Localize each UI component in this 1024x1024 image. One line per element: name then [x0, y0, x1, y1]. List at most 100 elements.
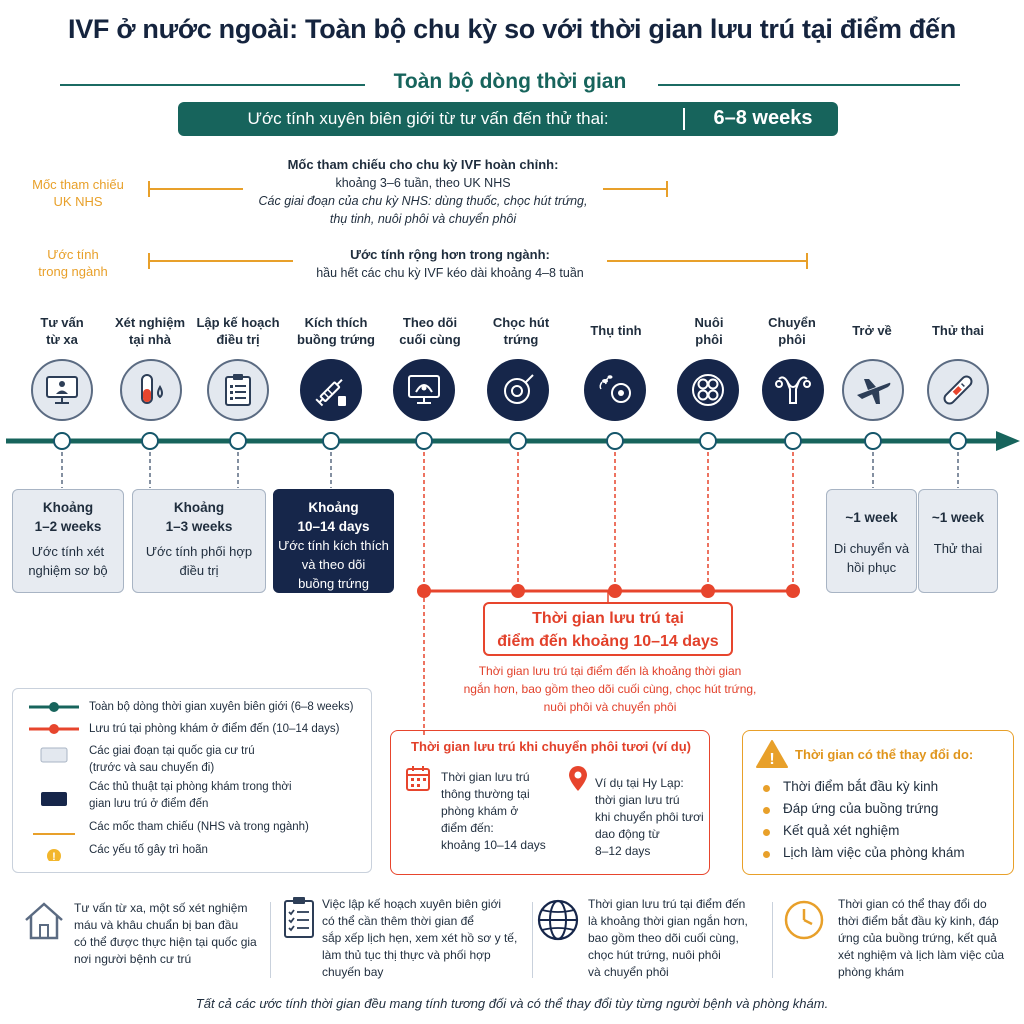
nhs-label-line1: Mốc tham chiếu — [32, 177, 124, 192]
total-estimate-banner: Ước tính xuyên biên giới từ tư vấn đến t… — [178, 102, 838, 136]
egg-icon — [487, 359, 549, 421]
stay-node — [511, 584, 525, 598]
stay-title-line2: điểm đến khoảng 10–14 days — [497, 633, 719, 650]
banner-separator — [683, 108, 685, 130]
timeline-node — [606, 432, 624, 450]
stage-label-pregnancy-test: Thử thai — [931, 323, 985, 338]
nhs-reference-bar — [148, 181, 668, 197]
legend: ! Toàn bộ dòng thời gian xuyên biên giới… — [12, 688, 372, 873]
duration-box-pregnancy-test: ~1 week Thử thai — [918, 489, 998, 593]
house-icon — [25, 902, 63, 940]
industry-reference-label: Ước tính trong ngành — [18, 246, 128, 280]
ultrasound-icon — [393, 359, 455, 421]
banner-value: 6–8 weeks — [713, 107, 813, 129]
note-divider — [772, 902, 773, 978]
main-timeline — [6, 431, 1020, 451]
nhs-reference-label: Mốc tham chiếu UK NHS — [18, 176, 138, 210]
clock-icon — [784, 900, 824, 940]
svg-text:!: ! — [769, 751, 774, 768]
variability-title: Thời gian có thể thay đổi do: — [795, 747, 974, 762]
bullet-dot — [763, 807, 770, 814]
test-tube-icon — [120, 359, 182, 421]
industry-reference-text: Ước tính rộng hơn trong ngành: hầu hết c… — [290, 246, 610, 282]
airplane-icon — [842, 359, 904, 421]
banner-label: Ước tính xuyên biên giới từ tư vấn đến t… — [247, 109, 609, 128]
timeline-node — [784, 432, 802, 450]
stay-description: Thời gian lưu trú tại điểm đến là khoảng… — [463, 664, 757, 714]
timeline-node — [141, 432, 159, 450]
variability-item: Thời điểm bắt đầu kỳ kinh — [783, 779, 939, 794]
fresh-transfer-title: Thời gian lưu trú khi chuyển phôi tươi (… — [411, 739, 691, 754]
stay-node — [608, 584, 622, 598]
fresh-transfer-box: Thời gian lưu trú khi chuyển phôi tươi (… — [390, 730, 710, 875]
uterus-icon — [762, 359, 824, 421]
pregnancy-test-icon — [927, 359, 989, 421]
nhs-heading: Mốc tham chiếu cho chu kỳ IVF hoàn chỉnh… — [287, 157, 559, 172]
subtitle-rule-right — [658, 84, 960, 86]
industry-heading: Ước tính rộng hơn trong ngành: — [350, 247, 550, 262]
nhs-line1: khoảng 3–6 tuần, theo UK NHS — [335, 176, 511, 190]
timeline-node — [229, 432, 247, 450]
bullet-dot — [763, 785, 770, 792]
stage-label-return: Trở về — [852, 323, 892, 338]
timeline-node — [53, 432, 71, 450]
section-subtitle: Toàn bộ dòng thời gian — [393, 70, 627, 93]
timeline-node — [864, 432, 882, 450]
page-title: IVF ở nước ngoài: Toàn bộ chu kỳ so với … — [68, 14, 956, 44]
timeline-node — [949, 432, 967, 450]
nhs-reference-text: Mốc tham chiếu cho chu kỳ IVF hoàn chỉnh… — [238, 156, 608, 228]
svg-text:!: ! — [52, 851, 56, 861]
stay-node — [417, 584, 431, 598]
variability-item: Đáp ứng của buồng trứng — [783, 801, 939, 816]
legend-swatches: ! — [29, 702, 79, 861]
note-divider — [532, 902, 533, 978]
location-pin-icon — [569, 766, 587, 791]
stay-title-line1: Thời gian lưu trú tại — [532, 610, 684, 627]
legend-home-stages: Các giai đoạn tại quốc gia cư trú(trước … — [89, 745, 255, 774]
legend-reference-points: Các mốc tham chiếu (NHS và trong ngành) — [89, 821, 309, 833]
globe-icon — [537, 899, 579, 941]
legend-full-timeline: Toàn bộ dòng thời gian xuyên biên giới (… — [89, 701, 354, 713]
stay-node — [701, 584, 715, 598]
industry-line1: hầu hết các chu kỳ IVF kéo dài khoảng 4–… — [316, 266, 584, 280]
industry-label-line1: Ước tính — [47, 247, 99, 262]
stage-label-fertilization: Thụ tinh — [590, 323, 642, 338]
legend-destination-stay: Lưu trú tại phòng khám ở điểm đến (10–14… — [89, 723, 340, 735]
subtitle-row: Toàn bộ dòng thời gian — [60, 70, 960, 100]
warning-icon: ! — [756, 740, 788, 768]
industry-label-line2: trong ngành — [38, 264, 108, 279]
destination-stay-box: Thời gian lưu trú tại điểm đến khoảng 10… — [483, 602, 733, 656]
bullet-dot — [763, 829, 770, 836]
stay-node — [786, 584, 800, 598]
timeline-node — [322, 432, 340, 450]
bullet-dot — [763, 851, 770, 858]
variability-box: ! Thời gian có thể thay đổi do: Thời điể… — [742, 730, 1014, 875]
variability-item: Lịch làm việc của phòng khám — [783, 845, 965, 860]
industry-reference-bar — [148, 253, 808, 269]
checklist-icon — [284, 897, 314, 938]
nhs-label-line2: UK NHS — [53, 194, 103, 209]
subtitle-rule-left — [60, 84, 365, 86]
clipboard-icon — [207, 359, 269, 421]
legend-delay-factors: Các yếu tố gây trì hoãn — [89, 844, 208, 856]
variability-item: Kết quả xét nghiệm — [783, 823, 900, 838]
footer-disclaimer: Tất cả các ước tính thời gian đều mang t… — [195, 996, 829, 1011]
timeline-node — [699, 432, 717, 450]
